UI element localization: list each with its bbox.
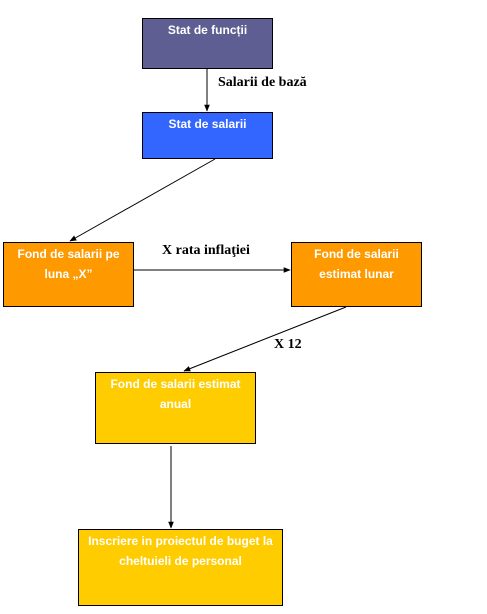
node-fond-salarii-estimat-lunar: Fond de salarii estimat lunar <box>291 242 422 307</box>
arrow-stat-salarii-to-fond-luna <box>69 158 216 242</box>
node-inscriere-proiect-buget: Inscriere in proiectul de buget la chelt… <box>78 529 283 606</box>
node-fond-salarii-estimat-anual: Fond de salarii estimat anual <box>95 372 256 444</box>
node-stat-de-salarii: Stat de salarii <box>142 112 273 159</box>
node-stat-de-functii: Stat de funcții <box>142 18 273 69</box>
node-fond-salarii-luna-x: Fond de salarii pe luna „X” <box>3 242 134 307</box>
edge-label-x12: X 12 <box>274 337 302 352</box>
edge-label-rata-inflatiei: X rata inflaţiei <box>162 243 250 258</box>
arrow-fond-lunar-to-fond-anual <box>183 306 347 372</box>
edge-label-salarii-de-baza: Salarii de bază <box>218 75 307 90</box>
